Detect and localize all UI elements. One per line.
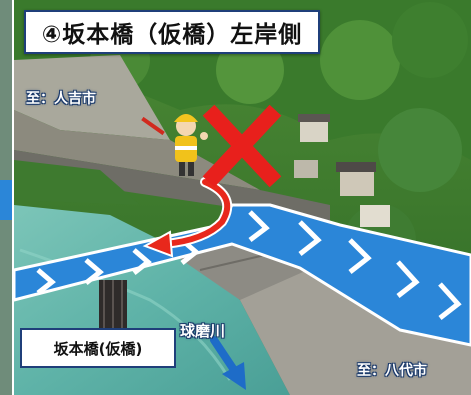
direction-label-yatsushiro: 至：八代市 (357, 363, 427, 379)
traffic-guard-icon (141, 114, 208, 176)
flow-direction-arrow-icon (210, 336, 246, 390)
route-chevrons (36, 210, 462, 320)
river-label: 球磨川 (180, 322, 226, 340)
left-slope (14, 55, 170, 140)
page-title: ④坂本橋（仮橋）左岸側 (24, 10, 320, 54)
house-1 (300, 120, 328, 142)
house-2 (340, 170, 374, 196)
house-3 (360, 205, 390, 227)
bridge-label: 坂本橋(仮橋) (20, 328, 176, 368)
road-closed-cross-icon (202, 104, 282, 188)
direction-label-hitoyoshi: 至：人吉市 (26, 91, 96, 107)
